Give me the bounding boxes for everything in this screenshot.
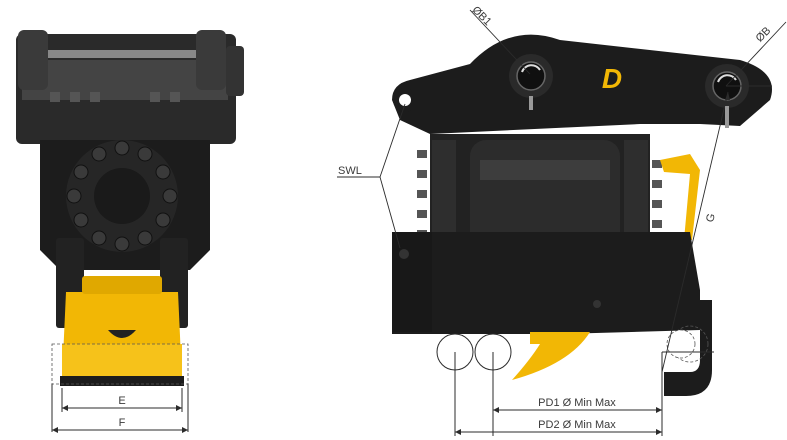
front-view xyxy=(16,30,244,386)
dimension-e-label: E xyxy=(118,395,125,407)
label-ob1: ØB1 xyxy=(470,4,494,28)
side-view: D xyxy=(392,34,772,396)
dimension-e xyxy=(61,388,183,412)
label-pd1: PD1 Ø Min Max xyxy=(538,397,616,409)
brand-logo: D xyxy=(602,63,622,94)
dimension-g xyxy=(661,91,730,373)
dimension-f-label: F xyxy=(119,417,126,429)
label-ob: ØB xyxy=(754,25,774,45)
label-swl: SWL xyxy=(338,165,362,177)
dimension-pd1 xyxy=(454,352,662,436)
pin-b1 xyxy=(509,54,553,110)
dimension-f xyxy=(51,384,189,433)
dimension-pd2 xyxy=(455,429,662,435)
leader-swl xyxy=(337,103,406,249)
label-g: G xyxy=(704,212,718,223)
leader-ob1 xyxy=(469,9,531,75)
label-pd2: PD2 Ø Min Max xyxy=(538,419,616,431)
leader-ob xyxy=(725,21,787,87)
